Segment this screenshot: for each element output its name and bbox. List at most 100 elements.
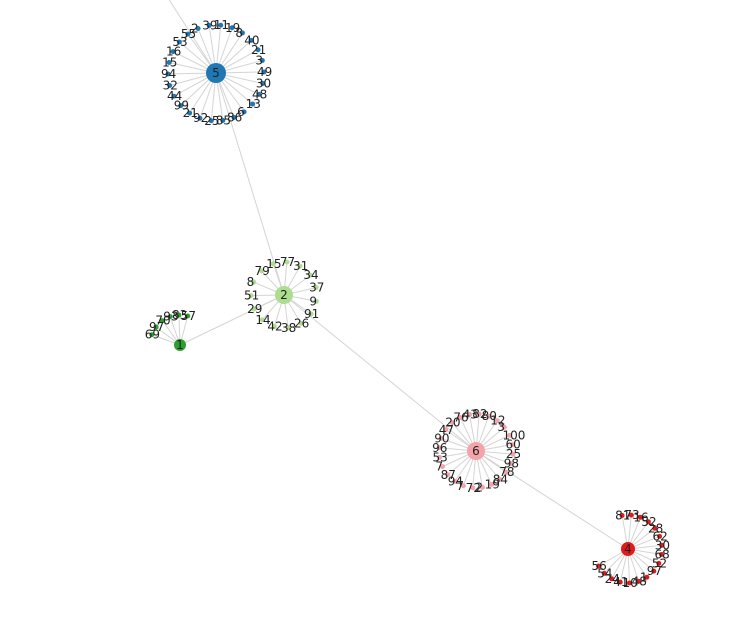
leaf-node[interactable] xyxy=(656,560,662,566)
leaf-label: 52 xyxy=(641,515,656,529)
leaf-node[interactable] xyxy=(467,412,473,418)
leaf-node[interactable] xyxy=(256,91,262,97)
leaf-node[interactable] xyxy=(659,552,665,558)
leaf-node[interactable] xyxy=(307,272,313,278)
leaf-node[interactable] xyxy=(476,411,482,417)
leaf-node[interactable] xyxy=(644,574,650,580)
leaf-node[interactable] xyxy=(218,22,224,28)
leaf-node[interactable] xyxy=(497,476,503,482)
leaf-node[interactable] xyxy=(176,312,182,318)
leaf-node[interactable] xyxy=(596,563,602,569)
leaf-node[interactable] xyxy=(489,482,495,488)
leaf-node[interactable] xyxy=(628,512,634,518)
leaf-node[interactable] xyxy=(270,261,276,267)
leaf-node[interactable] xyxy=(171,93,177,99)
leaf-node[interactable] xyxy=(443,427,449,433)
leaf-node[interactable] xyxy=(195,25,201,31)
leaf-node[interactable] xyxy=(176,39,182,45)
leaf-node[interactable] xyxy=(159,318,165,324)
hub-label: 1 xyxy=(176,338,184,352)
leaf-label: 14 xyxy=(255,313,270,327)
leaf-node[interactable] xyxy=(261,69,267,75)
leaf-node[interactable] xyxy=(313,285,319,291)
leaf-node[interactable] xyxy=(241,109,247,115)
leaf-node[interactable] xyxy=(439,464,445,470)
leaf-node[interactable] xyxy=(259,58,265,64)
leaf-node[interactable] xyxy=(449,420,455,426)
leaf-node[interactable] xyxy=(452,478,458,484)
leaf-node[interactable] xyxy=(149,332,155,338)
leaf-node[interactable] xyxy=(297,263,303,269)
leaf-node[interactable] xyxy=(206,22,212,28)
leaf-node[interactable] xyxy=(503,469,509,475)
leaf-node[interactable] xyxy=(167,82,173,88)
leaf-node[interactable] xyxy=(271,324,277,330)
leaf-node[interactable] xyxy=(229,25,235,31)
leaf-node[interactable] xyxy=(284,259,290,265)
leaf-node[interactable] xyxy=(479,484,485,490)
leaf-node[interactable] xyxy=(636,578,642,584)
leaf-node[interactable] xyxy=(251,306,257,312)
leaf-node[interactable] xyxy=(652,525,658,531)
leaf-node[interactable] xyxy=(626,580,632,586)
leaf-node[interactable] xyxy=(308,311,314,317)
leaf-node[interactable] xyxy=(657,533,663,539)
leaf-node[interactable] xyxy=(153,324,159,330)
leaf-node[interactable] xyxy=(255,47,261,53)
leaf-node[interactable] xyxy=(248,37,254,43)
leaf-node[interactable] xyxy=(258,268,264,274)
hub-node-5[interactable] xyxy=(206,63,226,83)
leaf-node[interactable] xyxy=(260,80,266,86)
leaf-node[interactable] xyxy=(437,454,443,460)
leaf-node[interactable] xyxy=(509,442,515,448)
leaf-node[interactable] xyxy=(259,317,265,323)
leaf-node[interactable] xyxy=(651,568,657,574)
leaf-node[interactable] xyxy=(166,60,172,66)
hub-node-4[interactable] xyxy=(621,542,635,556)
leaf-node[interactable] xyxy=(609,576,615,582)
hub-node-2[interactable] xyxy=(275,286,293,304)
leaf-node[interactable] xyxy=(251,279,257,285)
leaf-node[interactable] xyxy=(601,570,607,576)
leaf-node[interactable] xyxy=(208,118,214,124)
leaf-node[interactable] xyxy=(617,579,623,585)
leaf-node[interactable] xyxy=(248,293,254,299)
leaf-node[interactable] xyxy=(313,298,319,304)
leaf-node[interactable] xyxy=(510,451,516,457)
leaf-node[interactable] xyxy=(239,30,245,36)
leaf-node[interactable] xyxy=(220,118,226,124)
leaf-node[interactable] xyxy=(460,483,466,489)
hub-node-1[interactable] xyxy=(174,339,186,351)
leaf-label: 68 xyxy=(655,548,670,562)
leaf-node[interactable] xyxy=(285,325,291,331)
leaf-node[interactable] xyxy=(445,472,451,478)
leaf-node[interactable] xyxy=(250,101,256,107)
leaf-node[interactable] xyxy=(501,424,507,430)
leaf-node[interactable] xyxy=(438,435,444,441)
hub-node-6[interactable] xyxy=(467,442,485,460)
leaf-node[interactable] xyxy=(167,314,173,320)
leaf-node[interactable] xyxy=(486,413,492,419)
hub-link-2-6 xyxy=(283,294,477,452)
leaf-node[interactable] xyxy=(170,49,176,55)
leaf-node[interactable] xyxy=(494,418,500,424)
leaf-node[interactable] xyxy=(436,445,442,451)
leaf-node[interactable] xyxy=(197,115,203,121)
leaf-node[interactable] xyxy=(637,514,643,520)
leaf-node[interactable] xyxy=(470,485,476,491)
leaf-node[interactable] xyxy=(165,71,171,77)
leaf-node[interactable] xyxy=(508,461,514,467)
leaf-node[interactable] xyxy=(659,542,665,548)
leaf-node[interactable] xyxy=(178,103,184,109)
leaf-node[interactable] xyxy=(231,115,237,121)
leaf-label: 37 xyxy=(309,281,324,295)
leaf-node[interactable] xyxy=(507,432,513,438)
leaf-node[interactable] xyxy=(187,110,193,116)
leaf-node[interactable] xyxy=(645,519,651,525)
leaf-node[interactable] xyxy=(298,320,304,326)
leaf-node[interactable] xyxy=(457,414,463,420)
leaf-label: 100 xyxy=(503,428,526,442)
leaf-node[interactable] xyxy=(185,313,191,319)
leaf-node[interactable] xyxy=(619,513,625,519)
leaf-node[interactable] xyxy=(185,31,191,37)
